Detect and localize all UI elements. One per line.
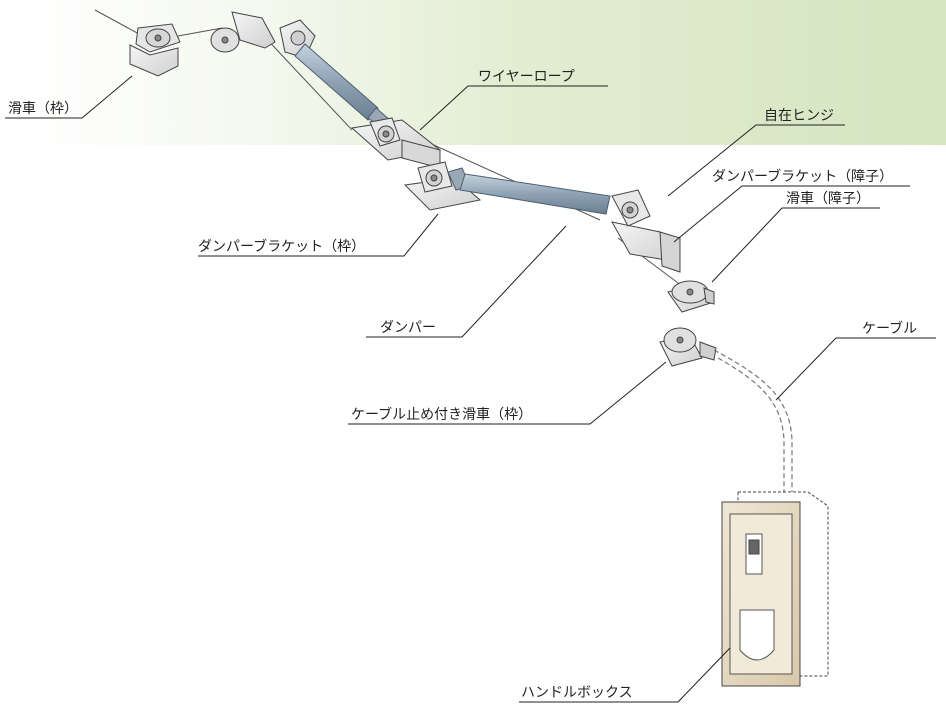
damper-upper <box>294 43 391 129</box>
label-pulley-frame: 滑車（枠） <box>8 101 78 117</box>
damper-lower <box>447 167 611 215</box>
label-damper-bracket-frame: ダンパーブラケット（枠） <box>198 239 366 255</box>
leader-cable-stop-pulley <box>348 361 667 425</box>
label-pulley-sash: 滑車（障子） <box>786 191 870 207</box>
damper-bracket-sash-part <box>611 189 681 273</box>
cable-stop-pulley-part <box>659 327 717 367</box>
leader-swivel-hinge <box>667 124 845 197</box>
label-cable-stop-pulley-frame: ケーブル止め付き滑車（枠） <box>351 407 533 423</box>
label-damper: ダンパー <box>380 320 436 336</box>
handle-box-part <box>721 491 829 687</box>
pulley-frame-part <box>129 23 181 77</box>
background-fade <box>0 0 90 145</box>
label-damper-bracket-sash: ダンパーブラケット（障子） <box>712 169 894 185</box>
leader-handle-box <box>519 647 731 703</box>
damper-bracket-upper <box>350 117 442 169</box>
label-wire-rope: ワイヤーロープ <box>478 69 575 85</box>
label-handle-box: ハンドルボックス <box>521 685 633 701</box>
leader-damper <box>366 225 567 338</box>
label-cable: ケーブル <box>862 321 918 337</box>
leader-wire-rope <box>419 85 608 131</box>
label-swivel-hinge: 自在ヒンジ <box>764 108 834 124</box>
leader-lines <box>5 75 936 703</box>
leader-pulley-frame <box>5 75 133 119</box>
pulley-sash-part <box>667 280 715 313</box>
leader-damper-bracket-sash <box>673 185 910 243</box>
leader-pulley-sash <box>711 207 880 283</box>
leader-damper-bracket-frame <box>198 213 439 257</box>
cable-line <box>713 349 793 518</box>
pulley-upper-part <box>210 11 276 53</box>
leader-cable <box>775 337 936 401</box>
